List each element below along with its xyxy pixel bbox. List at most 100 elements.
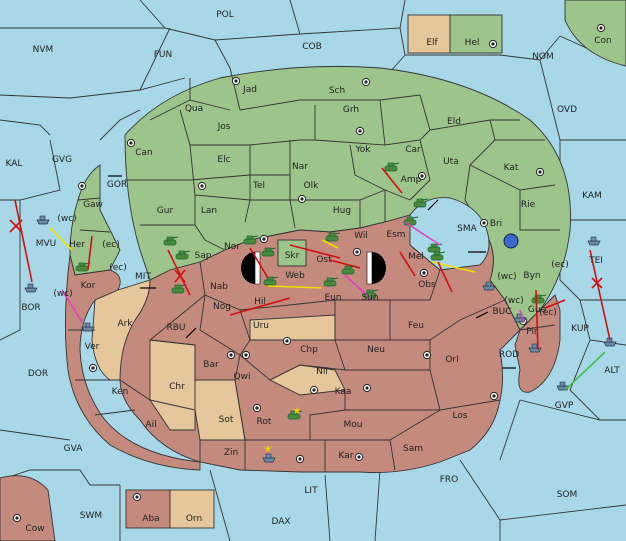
legend-label-green-label: Hel — [465, 38, 480, 48]
land-label-nor: Nor — [224, 242, 240, 252]
sea-label-nvm: NVM — [33, 45, 54, 55]
land-label-elc: Elc — [217, 155, 230, 165]
supply-center-dot — [197, 181, 207, 191]
land-label-nog: Nog — [213, 302, 231, 312]
continent-north — [124, 65, 571, 331]
army-unit-icon[interactable] — [175, 250, 191, 260]
supply-center-dot — [226, 350, 236, 360]
land-label-mou: Mou — [344, 420, 363, 430]
army-unit-icon[interactable] — [430, 251, 446, 261]
sea-label-mvu: MVU — [36, 239, 57, 249]
region-cow[interactable] — [0, 475, 56, 541]
land-label-can: Can — [135, 148, 153, 158]
supply-center-dot — [355, 126, 365, 136]
sea-label-gvg: GVG — [52, 155, 72, 165]
sea-label-kal: KAL — [6, 159, 23, 169]
land-label-los: Los — [452, 411, 467, 421]
coast-tag-wc2: (wc) — [53, 289, 72, 299]
sea-label-rod: ROD — [499, 350, 519, 360]
land-label-gur: Gur — [157, 206, 174, 216]
sea-label-gvp: GVP — [555, 401, 574, 411]
fleet-unit-icon[interactable] — [81, 322, 95, 332]
supply-center-dot — [596, 23, 606, 33]
sea-label-gor: GOR — [107, 180, 127, 190]
sea-label-nom: NOM — [532, 52, 554, 62]
supply-center-dot — [295, 454, 305, 464]
land-label-eun: Eun — [324, 293, 341, 303]
land-label-rie: Rie — [521, 200, 536, 210]
army-unit-icon[interactable] — [263, 276, 279, 286]
special-unit-icon[interactable] — [503, 233, 519, 249]
land-label-her: Her — [69, 240, 85, 250]
land-label-ost: Ost — [316, 255, 332, 265]
land-label-nil: Nil — [316, 367, 328, 377]
supply-center-dot — [77, 181, 87, 191]
legend-top — [407, 14, 503, 54]
legend-label-tan-label: Elf — [426, 38, 438, 48]
land-label-hug: Hug — [333, 206, 351, 216]
supply-center-dot — [489, 391, 499, 401]
land-label-ail: Ail — [145, 420, 156, 430]
land-label-kat: Kat — [504, 163, 519, 173]
land-label-ken: Ken — [112, 387, 129, 397]
land-label-kar: Kar — [339, 451, 354, 461]
land-label-nar: Nar — [292, 162, 308, 172]
legend-label-tan-label-2: Aba — [142, 514, 159, 524]
sea-label-buc: BUC — [492, 307, 511, 317]
land-label-gue: Gue — [528, 305, 547, 315]
fleet-unit-icon[interactable] — [24, 283, 38, 293]
sea-label-dax: DAX — [271, 517, 290, 527]
fleet-unit-icon[interactable] — [587, 236, 601, 246]
land-label-nab: Nab — [210, 282, 228, 292]
land-label-wil: Wil — [354, 231, 368, 241]
supply-center-dot — [479, 218, 489, 228]
marker-left — [241, 252, 255, 284]
land-label-tel: Tel — [252, 181, 265, 191]
fleet-unit-icon[interactable] — [36, 215, 50, 225]
army-unit-icon[interactable] — [171, 284, 187, 294]
coast-tag-wc3: (wc) — [497, 272, 516, 282]
supply-center-dot — [12, 513, 22, 523]
land-label-obs: Obs — [418, 280, 436, 290]
land-label-lan: Lan — [201, 206, 217, 216]
fleet-unit-icon[interactable] — [262, 453, 276, 463]
star-icon: ★ — [264, 444, 273, 455]
star-icon: ★ — [293, 406, 302, 417]
supply-center-dot — [488, 39, 498, 49]
coast-tag-wc4: (wc) — [504, 296, 523, 306]
army-unit-icon[interactable] — [287, 410, 303, 420]
west-crescent — [64, 164, 201, 471]
sea-label-con: Con — [594, 36, 612, 46]
supply-center-dot — [362, 383, 372, 393]
marker-right — [372, 252, 386, 284]
land-label-zin: Zin — [224, 448, 238, 458]
army-unit-icon[interactable] — [261, 247, 277, 257]
army-unit-icon[interactable] — [531, 294, 547, 304]
sea-label-mit: MIT — [135, 272, 151, 282]
army-unit-icon[interactable] — [384, 162, 400, 172]
land-label-web: Web — [285, 271, 305, 281]
land-label-chr: Chr — [169, 382, 185, 392]
coast-tag-ec2: (ec) — [109, 263, 127, 273]
supply-center-dot — [259, 234, 269, 244]
army-unit-icon[interactable] — [427, 243, 443, 253]
land-label-yok: Yok — [354, 145, 371, 155]
strait-markers — [108, 175, 516, 369]
army-unit-icon[interactable] — [243, 235, 259, 245]
army-unit-icon[interactable] — [163, 236, 179, 246]
army-unit-icon[interactable] — [413, 198, 429, 208]
fleet-unit-icon[interactable] — [482, 281, 496, 291]
continent-south — [118, 203, 521, 474]
supply-center-dot — [309, 385, 319, 395]
land-label-rot: Rot — [257, 417, 272, 427]
supply-centers — [12, 23, 606, 523]
land-label-qua: Qua — [185, 104, 203, 114]
army-unit-icon[interactable] — [325, 232, 341, 242]
supply-center-dot — [252, 403, 262, 413]
supply-center-dot — [352, 247, 362, 257]
sea-label-cob: COB — [302, 42, 322, 52]
sea-label-bor: BOR — [21, 303, 40, 313]
army-unit-icon[interactable] — [323, 277, 339, 287]
orders — [9, 167, 611, 391]
